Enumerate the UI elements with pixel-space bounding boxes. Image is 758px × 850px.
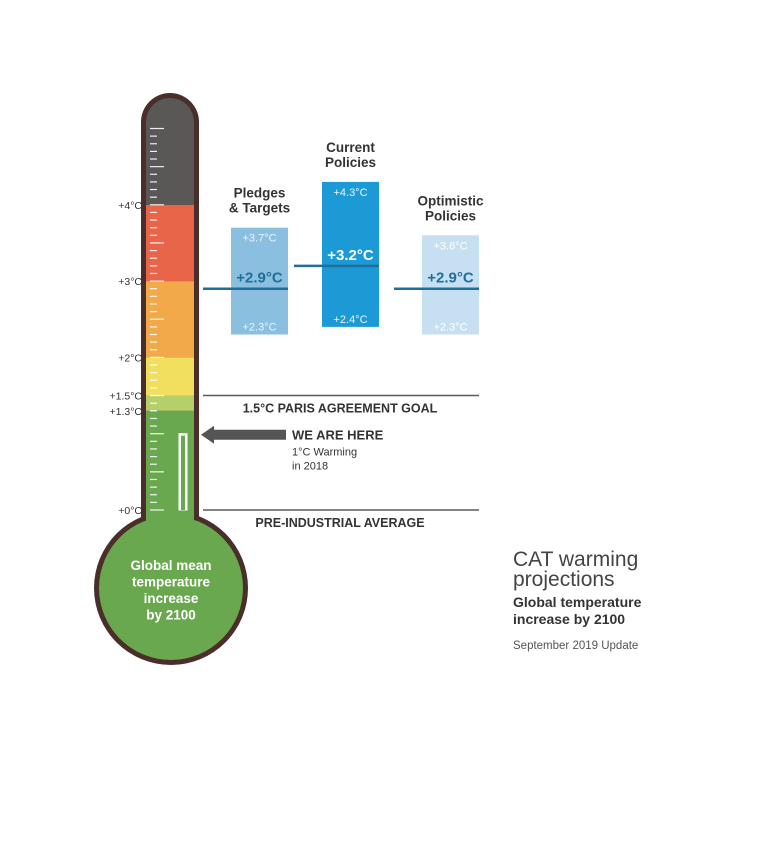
projection-bar xyxy=(231,227,288,335)
thermometer xyxy=(94,93,248,665)
series-name: Policies xyxy=(425,208,476,223)
scale-label: +4°C xyxy=(118,200,142,212)
series-name: Pledges xyxy=(234,186,286,201)
series-name: Policies xyxy=(325,155,376,170)
median-label: +2.9°C xyxy=(236,270,283,287)
current-level-fill xyxy=(181,435,185,510)
reference-label: 1.5°C PARIS AGREEMENT GOAL xyxy=(243,402,438,416)
bulb-label-line: Global mean xyxy=(130,558,211,573)
series-name: Current xyxy=(326,140,375,155)
range-low-label: +2.3°C xyxy=(242,322,276,334)
projection-bar xyxy=(422,235,479,335)
reference-label: PRE-INDUSTRIAL AVERAGE xyxy=(255,516,424,530)
scale-label: +1.3°C xyxy=(109,406,142,418)
range-low-label: +2.3°C xyxy=(433,322,467,334)
range-low-label: +2.4°C xyxy=(333,314,367,326)
projection-bar xyxy=(322,181,379,327)
median-label: +2.9°C xyxy=(427,270,474,287)
bulb-label-line: by 2100 xyxy=(146,608,196,623)
color-band xyxy=(146,357,194,396)
we-are-here-label: WE ARE HERE xyxy=(292,428,384,443)
median-label: +3.2°C xyxy=(327,247,374,264)
update-note: September 2019 Update xyxy=(513,640,638,652)
subtitle-line-1: Global temperature xyxy=(513,594,642,610)
scale-label: +2°C xyxy=(118,352,142,364)
range-high-label: +3.7°C xyxy=(242,233,276,245)
range-high-label: +4.3°C xyxy=(333,187,367,199)
series-name: Optimistic xyxy=(417,193,484,208)
title-line-1: CAT warming xyxy=(513,548,638,571)
series-name: & Targets xyxy=(229,201,290,216)
subtitle-line-2: increase by 2100 xyxy=(513,611,625,627)
color-band xyxy=(146,395,194,411)
thermometer-bulb xyxy=(99,516,243,660)
range-high-label: +3.6°C xyxy=(433,240,467,252)
tick-marks xyxy=(150,127,164,511)
title-line-2: projections xyxy=(513,568,615,591)
we-are-here-note: 1°C Warming xyxy=(292,447,357,459)
we-are-here-arrow xyxy=(201,425,286,444)
we-are-here-note: in 2018 xyxy=(292,461,328,473)
scale-label: +0°C xyxy=(118,505,142,517)
bulb-label-line: temperature xyxy=(132,575,211,590)
scale-label: +1.5°C xyxy=(109,391,142,403)
scale-label: +3°C xyxy=(118,276,142,288)
bulb-label-line: increase xyxy=(144,591,199,606)
